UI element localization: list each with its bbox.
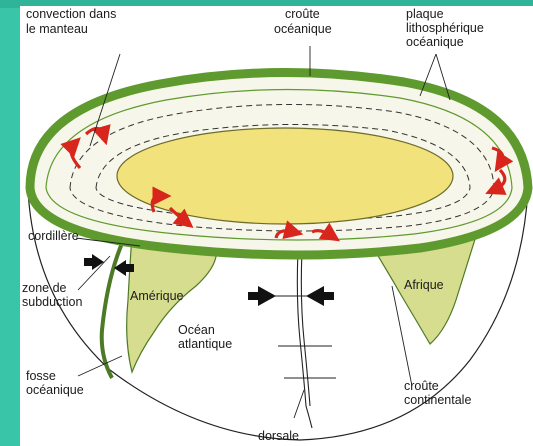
label-cordillere: cordillère [28, 229, 79, 243]
label-amerique: Amérique [130, 289, 184, 303]
label-afrique: Afrique [404, 278, 444, 292]
label-dorsale: dorsale [258, 429, 299, 443]
core-ellipse [117, 128, 453, 224]
